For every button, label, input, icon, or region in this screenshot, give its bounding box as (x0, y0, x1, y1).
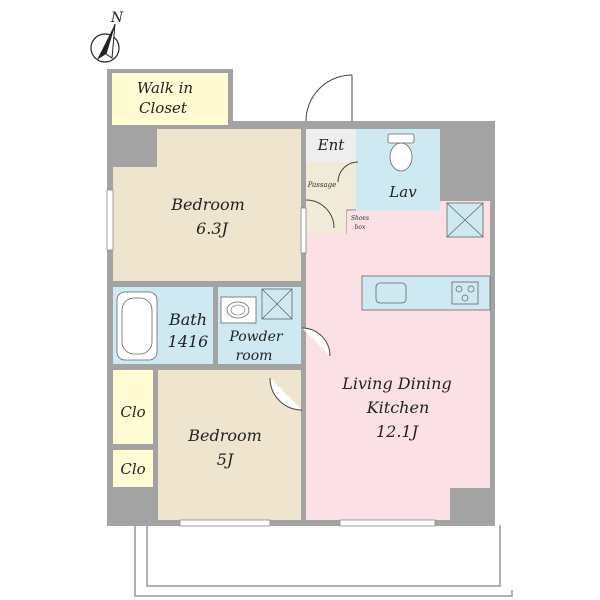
powder-room-label-line2: room (236, 348, 273, 364)
entrance-door-icon (305, 74, 353, 122)
ldk-pillar (450, 488, 490, 520)
wash-basin-icon (220, 296, 257, 324)
ldk-size: 12.1J (376, 422, 420, 441)
passage-label: Passage (307, 181, 337, 189)
walk-in-closet-label-line1: Walk in (137, 79, 193, 97)
stove-icon (451, 281, 479, 305)
ldk-label-line2: Kitchen (366, 398, 430, 417)
washing-machine-space (261, 288, 293, 320)
kitchen-sink-icon (375, 282, 407, 304)
powder-room-label-line1: Powder (228, 329, 284, 345)
ldk-label-line1: Living Dining (341, 374, 451, 393)
walk-in-closet (112, 73, 228, 125)
window (106, 189, 436, 527)
kitchen-counter (361, 275, 491, 311)
closet-2-label: Clo (120, 460, 145, 478)
closet-1 (113, 370, 153, 444)
shoes-box-label-line1: Shoes (351, 215, 369, 222)
lavatory-pillar (446, 129, 490, 195)
walk-in-closet-label-line2: Closet (139, 99, 188, 117)
pillar (113, 129, 157, 167)
bath-size: 1416 (168, 332, 209, 351)
lavatory-label: Lav (388, 183, 417, 201)
compass-label: N (110, 10, 124, 26)
bedroom-1-size: 6.3J (196, 219, 229, 238)
ldk (306, 201, 490, 520)
compass-icon: N (90, 10, 124, 63)
closet-1-label: Clo (120, 403, 145, 421)
entrance-label: Ent (317, 136, 346, 154)
bedroom-2-size: 5J (217, 450, 235, 469)
bedroom-2-name: Bedroom (187, 426, 262, 445)
shoes-box-label-line2: box (355, 224, 366, 231)
bedroom-1-name: Bedroom (170, 195, 245, 214)
bath-name: Bath (168, 310, 207, 329)
balcony (134, 525, 513, 597)
bathtub-icon (116, 291, 158, 361)
entrance (306, 129, 356, 162)
door-icon (269, 161, 359, 411)
toilet-icon (387, 133, 415, 172)
closet-2 (113, 450, 153, 487)
